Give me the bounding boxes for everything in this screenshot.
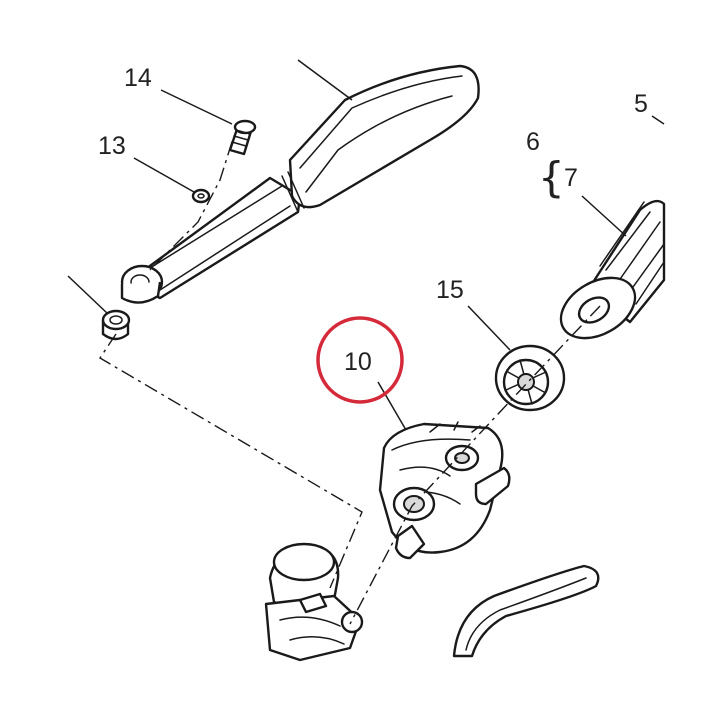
highlight-circle — [316, 316, 404, 404]
nut-part-13 — [191, 188, 211, 204]
callout-10: 10 — [344, 348, 372, 376]
callout-14: 14 — [124, 64, 152, 92]
callout-13: 13 — [98, 132, 126, 160]
callout-7: 7 — [564, 164, 578, 192]
mirror-assembly — [101, 64, 480, 341]
screw-part-14 — [228, 119, 257, 156]
handlebar-grip — [559, 199, 666, 340]
callout-5: 5 — [634, 90, 648, 118]
callout-6: 6 — [526, 128, 540, 156]
switch-housing-part-10 — [378, 421, 511, 560]
washer-part — [101, 309, 131, 341]
brake-master-cylinder — [264, 542, 364, 662]
grouping-brace: { — [538, 153, 565, 202]
brake-lever — [452, 564, 600, 658]
callout-15: 15 — [436, 276, 464, 304]
ring-part-15 — [494, 344, 566, 412]
